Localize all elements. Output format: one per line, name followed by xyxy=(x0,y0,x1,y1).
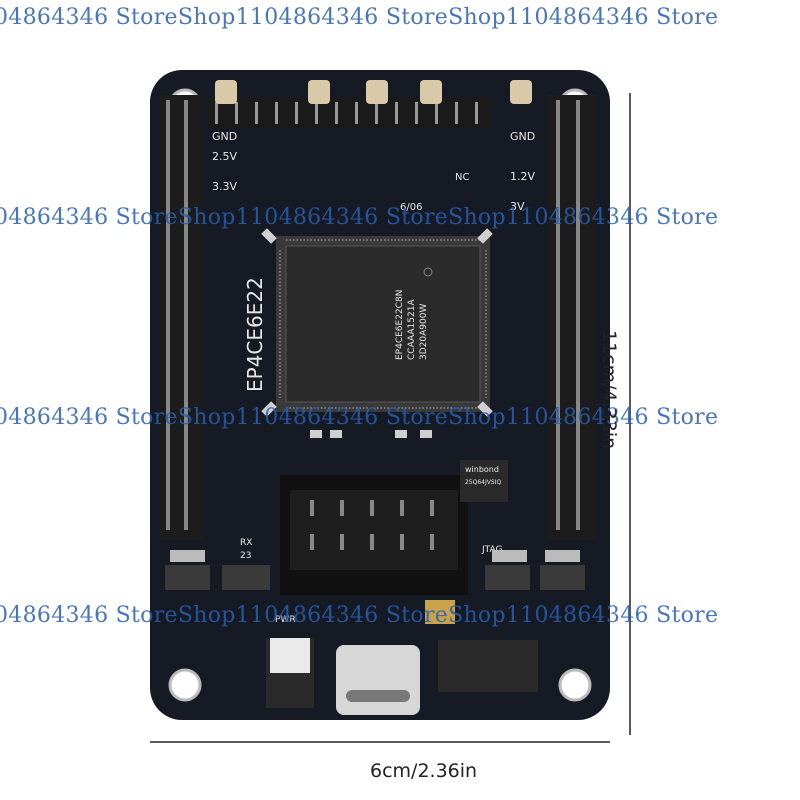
label-date: 6/06 xyxy=(400,202,422,213)
smd-components xyxy=(261,228,493,438)
jtag-connector xyxy=(280,475,468,595)
push-buttons xyxy=(215,80,532,104)
label-3v: 3V xyxy=(510,200,525,213)
watermark-text-row-3: 04864346 StoreShop1104864346 StoreShop11… xyxy=(0,405,719,430)
width-dimension-label: 6cm/2.36in xyxy=(370,760,478,782)
label-rx-number: 23 xyxy=(240,551,251,561)
power-switch xyxy=(266,638,314,708)
voltage-regulators xyxy=(165,565,585,590)
label-3v3: 3.3V xyxy=(212,180,237,193)
top-pin-header xyxy=(205,98,490,128)
label-rx: RX xyxy=(240,538,252,548)
label-winbond: winbond xyxy=(465,465,499,474)
left-pin-header xyxy=(160,95,202,540)
flash-chip xyxy=(460,460,508,502)
chip-marking-1: EP4CE6E22C8N xyxy=(395,290,405,360)
label-jtag: JTAG xyxy=(481,545,502,555)
chip-marking-3: 3D20A900W xyxy=(419,304,429,360)
mount-hole-bottom-left xyxy=(168,668,202,702)
height-dimension-label: 11cm/4.33in xyxy=(598,330,620,450)
label-flash-code: 25Q64JVSIQ xyxy=(465,479,501,486)
label-2v5: 2.5V xyxy=(212,150,237,163)
crystal xyxy=(425,600,455,624)
usb-c-port xyxy=(336,645,420,715)
watermark-text-row-4: 04864346 StoreShop1104864346 StoreShop11… xyxy=(0,603,719,628)
right-pin-header xyxy=(548,95,596,540)
watermark-text-row-2: 04864346 StoreShop1104864346 StoreShop11… xyxy=(0,205,719,230)
label-1v2: 1.2V xyxy=(510,170,535,183)
fpga-chip xyxy=(276,236,490,412)
mount-hole-bottom-right xyxy=(558,668,592,702)
label-nc: NC xyxy=(455,172,469,183)
label-gnd-left: GND xyxy=(212,130,237,143)
label-pwr: PWR xyxy=(275,615,296,625)
chip-model-label: EP4CE6E22 xyxy=(243,277,267,392)
dimension-lines xyxy=(150,93,631,743)
watermark-text-row-1: 04864346 StoreShop1104864346 StoreShop11… xyxy=(0,5,719,30)
label-gnd-right: GND xyxy=(510,130,535,143)
bottom-ic xyxy=(438,640,538,692)
chip-marking-2: CCAAA1521A xyxy=(407,299,417,360)
